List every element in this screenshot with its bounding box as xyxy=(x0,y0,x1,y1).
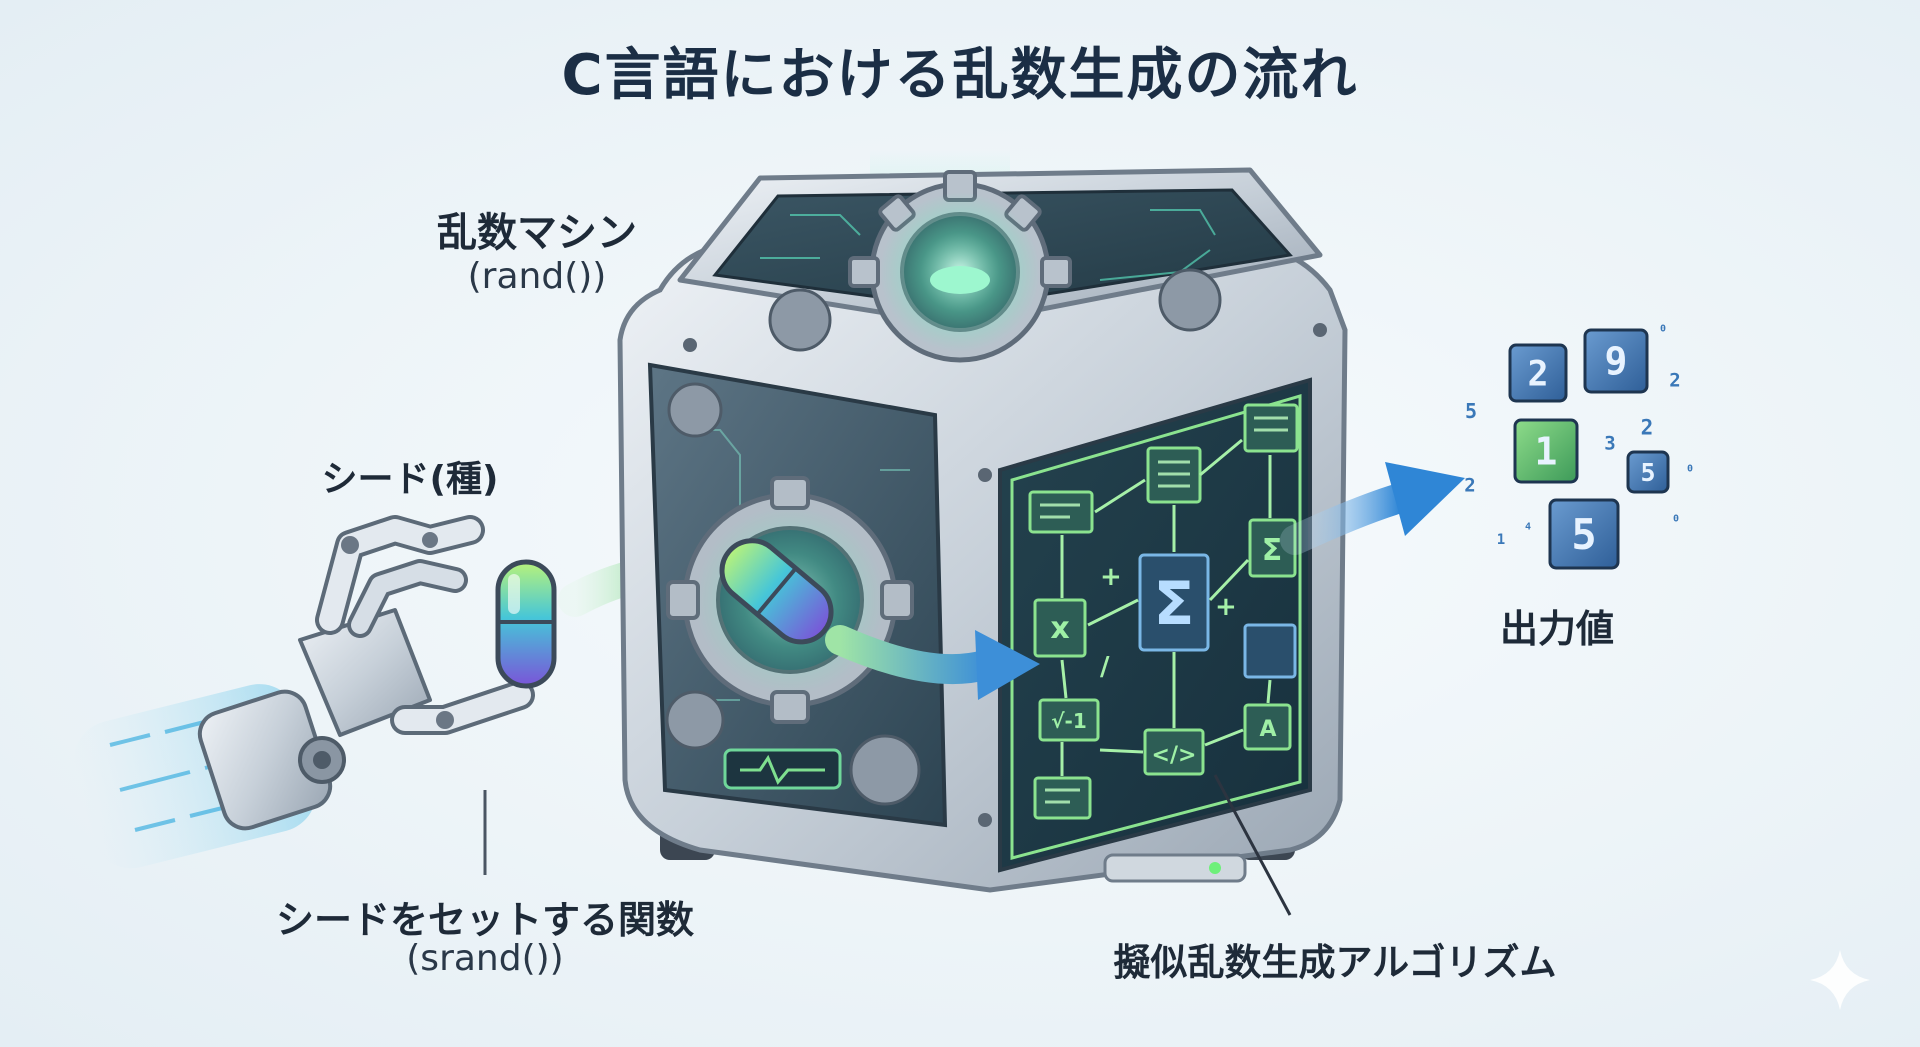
random-machine: x Σ √-1 </> A Σ xyxy=(617,150,1348,893)
algorithm-label: 擬似乱数生成アルゴリズム xyxy=(1113,941,1557,984)
output-digit: 2 xyxy=(1669,370,1680,392)
output-digit-tile: 5 xyxy=(1548,498,1620,570)
svg-text:√-1: √-1 xyxy=(1051,709,1087,733)
output-digit: 5 xyxy=(1640,458,1655,487)
page-title: C言語における乱数生成の流れ xyxy=(561,43,1359,108)
output-digit-tile: 2 xyxy=(1508,343,1568,403)
robot-hand-icon xyxy=(73,515,535,869)
seed-function-label: (srand()) xyxy=(406,938,564,979)
output-digit: 2 xyxy=(1641,415,1654,439)
output-digit: 5 xyxy=(1465,399,1477,423)
svg-text:A: A xyxy=(1259,717,1276,742)
output-digit: 4 xyxy=(1525,522,1531,533)
output-digit-tile: 2 xyxy=(1641,415,1654,439)
output-digit: 0 xyxy=(1687,464,1693,475)
output-digit: 3 xyxy=(1604,433,1615,455)
machine-name-label: 乱数マシン xyxy=(437,210,637,256)
capsule-to-algorithm-arrow xyxy=(825,625,1040,700)
svg-text:/: / xyxy=(1100,652,1110,682)
gear-icon xyxy=(848,170,1072,363)
svg-text:</>: </> xyxy=(1152,743,1197,768)
output-digit: 9 xyxy=(1605,340,1628,384)
machine-to-output-arrow xyxy=(1280,462,1465,555)
output-digit-tile: 5 xyxy=(1465,399,1477,423)
gear-icon xyxy=(768,268,1222,352)
svg-text:x: x xyxy=(1050,611,1069,646)
output-digit-tile: 5 xyxy=(1626,450,1670,494)
seed-label: シード(種) xyxy=(321,459,499,500)
output-digit: 0 xyxy=(1673,514,1679,525)
output-digit-tile: 9 xyxy=(1583,328,1649,394)
sigma-icon: Σ xyxy=(1154,569,1195,639)
svg-text:+: + xyxy=(1215,592,1237,622)
output-digit: 1 xyxy=(1535,430,1558,474)
output-label: 出力値 xyxy=(1499,607,1615,651)
output-digit-tile: 0 xyxy=(1660,324,1666,335)
output-digit-tile: 1 xyxy=(1497,532,1505,548)
output-digit: 2 xyxy=(1527,354,1548,394)
output-digit-tile: 1 xyxy=(1513,418,1579,484)
output-digit-tile: 0 xyxy=(1673,514,1679,525)
output-digit-tile: 0 xyxy=(1687,464,1693,475)
sparkle-icon xyxy=(1810,950,1870,1010)
output-digit-tile: 3 xyxy=(1604,433,1615,455)
output-digit: 5 xyxy=(1571,510,1596,559)
svg-text:+: + xyxy=(1100,562,1122,592)
machine-function-label: (rand()) xyxy=(467,256,607,297)
seed-function-name-label: シードをセットする関数 xyxy=(275,898,695,942)
output-digit: 0 xyxy=(1660,324,1666,335)
output-digit: 1 xyxy=(1497,532,1505,548)
seed-capsule-icon xyxy=(495,559,557,689)
output-digit-tile: 4 xyxy=(1525,522,1531,533)
seed-capsule-icon xyxy=(719,538,834,645)
output-digit-tile: 2 xyxy=(1669,370,1680,392)
svg-text:Σ: Σ xyxy=(1262,533,1283,568)
gear-icon xyxy=(665,382,921,806)
output-digit: 2 xyxy=(1464,475,1475,497)
output-digit-tile: 2 xyxy=(1464,475,1475,497)
algorithm-pointer-line xyxy=(1213,774,1292,916)
